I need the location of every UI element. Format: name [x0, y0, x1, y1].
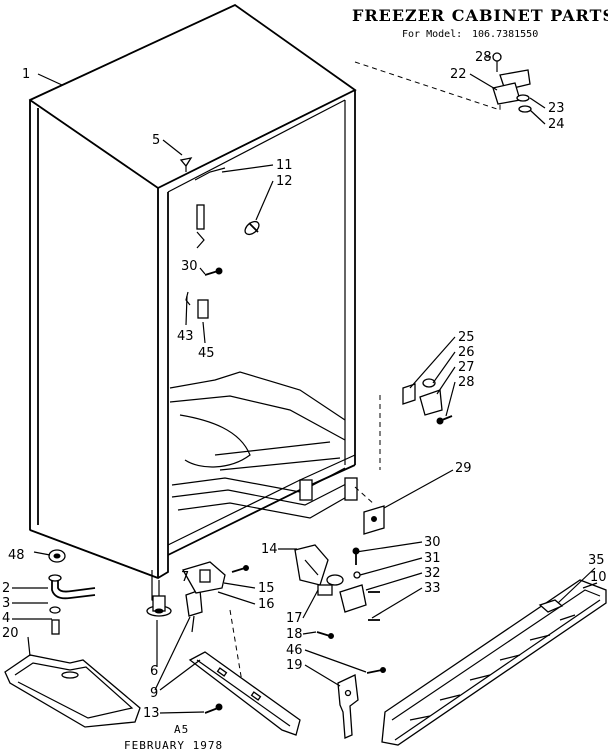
lower-hinge-part-19 [337, 667, 386, 739]
drain-pan-part-20 [4, 654, 141, 728]
callout-20: 20 [2, 626, 19, 641]
diagram-title: FREEZER CABINET PARTS [352, 6, 608, 25]
terminal-block-part-15-16 [182, 561, 249, 594]
door-stop-assembly [402, 378, 453, 425]
callout-35: 35 [588, 553, 605, 568]
defrost-timer-part-14 [294, 544, 329, 586]
foot-part-7 [185, 589, 203, 633]
top-hinge-assembly [492, 52, 532, 113]
hinge-plate [299, 479, 313, 501]
callout-15: 15 [258, 581, 275, 596]
model-prefix: For Model: [402, 29, 462, 40]
relay-part-17 [317, 574, 344, 596]
callout-2: 2 [2, 581, 10, 596]
callout-14: 14 [261, 542, 278, 557]
callout-45: 45 [198, 346, 215, 361]
callout-11: 11 [276, 158, 293, 173]
screw-part-13 [204, 703, 223, 714]
footer-code: A5 [174, 723, 189, 736]
callout-23: 23 [548, 101, 565, 116]
callout-3: 3 [2, 596, 10, 611]
leveler-part-6 [146, 580, 172, 617]
callout-28-top: 28 [475, 50, 492, 65]
callout-31: 31 [424, 551, 441, 566]
callout-25: 25 [458, 330, 475, 345]
callout-17: 17 [286, 611, 303, 626]
callout-33: 33 [424, 581, 441, 596]
screw-part-30-upper [204, 267, 223, 276]
callout-29: 29 [455, 461, 472, 476]
callout-48: 48 [8, 548, 25, 563]
bracket-part-29 [363, 505, 385, 535]
base-grille-part-10 [381, 579, 607, 746]
callout-6: 6 [150, 664, 158, 679]
callout-1: 1 [22, 67, 30, 82]
light-socket-part-12 [244, 220, 260, 236]
callout-32: 32 [424, 566, 441, 581]
callout-26: 26 [458, 345, 475, 360]
callout-9: 9 [150, 686, 158, 701]
callout-22: 22 [450, 67, 467, 82]
callout-12: 12 [276, 174, 293, 189]
callout-10: 10 [590, 570, 607, 585]
callout-5: 5 [152, 133, 160, 148]
drain-assembly [48, 549, 96, 635]
callout-4: 4 [2, 611, 10, 626]
callout-18: 18 [286, 627, 303, 642]
callout-28-mid: 28 [458, 375, 475, 390]
rail-part-9 [188, 651, 301, 736]
switch-assembly [339, 547, 380, 621]
callout-16: 16 [258, 597, 275, 612]
callout-19: 19 [286, 658, 303, 673]
callout-13: 13 [143, 706, 160, 721]
callout-27: 27 [458, 360, 475, 375]
leader-lines [12, 56, 598, 714]
callout-24: 24 [548, 117, 565, 132]
callout-43: 43 [177, 329, 194, 344]
callout-7: 7 [181, 570, 189, 585]
callout-labels: 1 5 11 12 30 43 45 28 22 23 24 25 26 27 … [2, 50, 607, 721]
screw-part-18 [316, 631, 334, 639]
model-number: 106.7381550 [472, 29, 538, 40]
screw-part-5 [179, 157, 193, 172]
footer-date: FEBRUARY 1978 [124, 739, 223, 751]
callout-46: 46 [286, 643, 303, 658]
callout-30-lower: 30 [424, 535, 441, 550]
cabinet-body [28, 3, 358, 606]
callout-30-upper: 30 [181, 259, 198, 274]
